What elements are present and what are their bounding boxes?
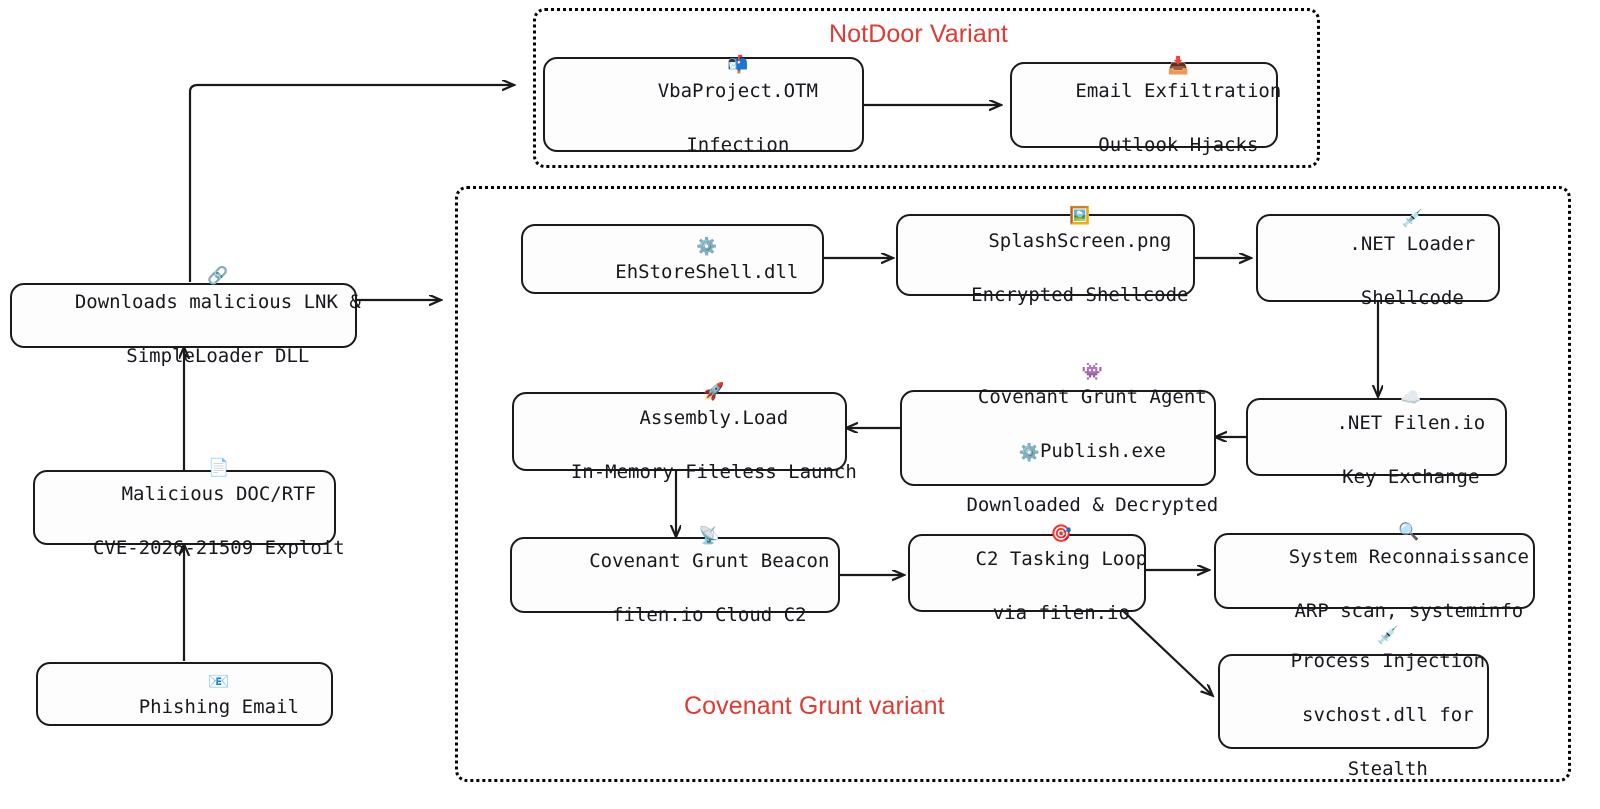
dart-target-icon: 🎯 [1050,523,1072,544]
node-grunt-beacon-line-1: Covenant Grunt Beacon [589,550,830,573]
magnifying-glass-icon: 🔍 [1398,521,1420,542]
node-system-reconnaissance[interactable]: 🔍 System Reconnaissance ARP scan, system… [1214,522,1535,622]
node-system-recon-line-1: System Reconnaissance [1288,546,1529,569]
envelope-mail-icon: 📧 [208,671,230,692]
node-malicious-doc-line-1: Malicious DOC/RTF [121,482,317,505]
node-net-loader-line-2: Shellcode [1360,287,1464,310]
node-downloads-lnk-line-2: SimpleLoader DLL [126,344,310,367]
node-grunt-beacon-line-2: filen.io Cloud C2 [612,604,807,627]
rocket-icon: 🚀 [703,382,725,403]
node-grunt-agent-line-3: Downloaded & Decrypted [966,494,1219,517]
node-email-exfiltration[interactable]: 📥 Email Exfiltration Outlook Hjacks [1010,56,1282,156]
gear-icon: ⚙️ [696,236,718,257]
node-email-exfil-line-1: Email Exfiltration [1075,80,1282,103]
node-filen-key-line-1: .NET Filen.io [1336,412,1486,435]
paperclip-link-icon: 🔗 [207,266,229,287]
node-system-recon-line-2: ARP scan, systeminfo [1294,600,1524,623]
node-c2-tasking-line-1: C2 Tasking Loop [975,548,1148,571]
node-process-injection-line-3: Stealth [1347,757,1428,780]
open-mailbox-icon: 📬 [727,55,749,76]
node-net-loader-line-1: .NET Loader [1349,233,1476,256]
node-malicious-doc-line-2: CVE-2026-21509 Exploit [92,536,345,559]
alien-monster-icon: 👾 [1081,361,1103,382]
node-grunt-agent-line-2: Publish.exe [1039,440,1166,462]
node-email-exfil-line-2: Outlook Hjacks [1098,134,1259,157]
node-phishing-email-line-1: Phishing Email [138,696,299,719]
node-vbaproject-line-1: VbaProject.OTM [657,79,818,102]
node-downloads-lnk-line-1: Downloads malicious LNK & [74,290,361,313]
document-page-icon: 📄 [208,458,230,479]
cloud-icon: ☁️ [1400,387,1422,408]
node-covenant-grunt-agent[interactable]: 👾 Covenant Grunt Agent ⚙️Publish.exe Dow… [900,362,1218,516]
gear-icon: ⚙️ [1018,443,1040,463]
cluster-covenant [455,186,1571,782]
node-grunt-agent-line-1: Covenant Grunt Agent [977,386,1207,409]
satellite-antenna-icon: 📡 [698,525,720,546]
node-c2-tasking-loop[interactable]: 🎯 C2 Tasking Loop via filen.io [908,524,1148,624]
node-process-injection-line-1: Process Injection [1290,649,1486,672]
node-phishing-email[interactable]: 📧 Phishing Email [36,662,333,726]
cluster-notdoor [533,8,1320,168]
node-assembly-load-line-1: Assembly.Load [639,406,789,429]
syringe-icon: 💉 [1401,208,1423,229]
node-splashscreen-line-2: Encrypted Shellcode [971,284,1189,307]
node-assembly-load[interactable]: 🚀 Assembly.Load In-Memory Fileless Launc… [512,382,857,483]
node-splashscreen-line-1: SplashScreen.png [988,230,1172,253]
picture-image-icon: 🖼️ [1069,205,1091,226]
node-ehstoreshell-line-1: EhStoreShell.dll [615,261,799,284]
node-net-loader-shellcode[interactable]: 💉 .NET Loader Shellcode [1256,209,1500,309]
node-filen-key-line-2: Key Exchange [1342,466,1480,489]
node-ehstoreshell-dll[interactable]: ⚙️ EhStoreShell.dll [521,224,824,294]
cluster-notdoor-label: NotDoor Variant [829,20,1008,48]
incoming-envelope-icon: 📥 [1167,55,1189,76]
node-process-injection[interactable]: 💉 Process Injection svchost.dll for Stea… [1218,626,1489,780]
node-net-filen-key-exchange[interactable]: ☁️ .NET Filen.io Key Exchange [1246,388,1507,488]
node-splashscreen-png[interactable]: 🖼️ SplashScreen.png Encrypted Shellcode [896,206,1195,306]
node-process-injection-line-2: svchost.dll for [1302,703,1474,726]
node-vbaproject-otm[interactable]: 📬 VbaProject.OTM Infection [543,55,864,156]
cluster-covenant-label: Covenant Grunt variant [684,692,945,720]
syringe-icon: 💉 [1377,625,1399,646]
node-downloads-lnk[interactable]: 🔗 Downloads malicious LNK & SimpleLoader… [10,266,361,367]
node-c2-tasking-line-2: via filen.io [992,602,1130,625]
node-malicious-doc[interactable]: 📄 Malicious DOC/RTF CVE-2026-21509 Explo… [33,458,345,559]
node-covenant-grunt-beacon[interactable]: 📡 Covenant Grunt Beacon filen.io Cloud C… [510,526,840,626]
node-assembly-load-line-2: In-Memory Fileless Launch [570,460,857,483]
node-vbaproject-line-2: Infection [686,133,790,156]
